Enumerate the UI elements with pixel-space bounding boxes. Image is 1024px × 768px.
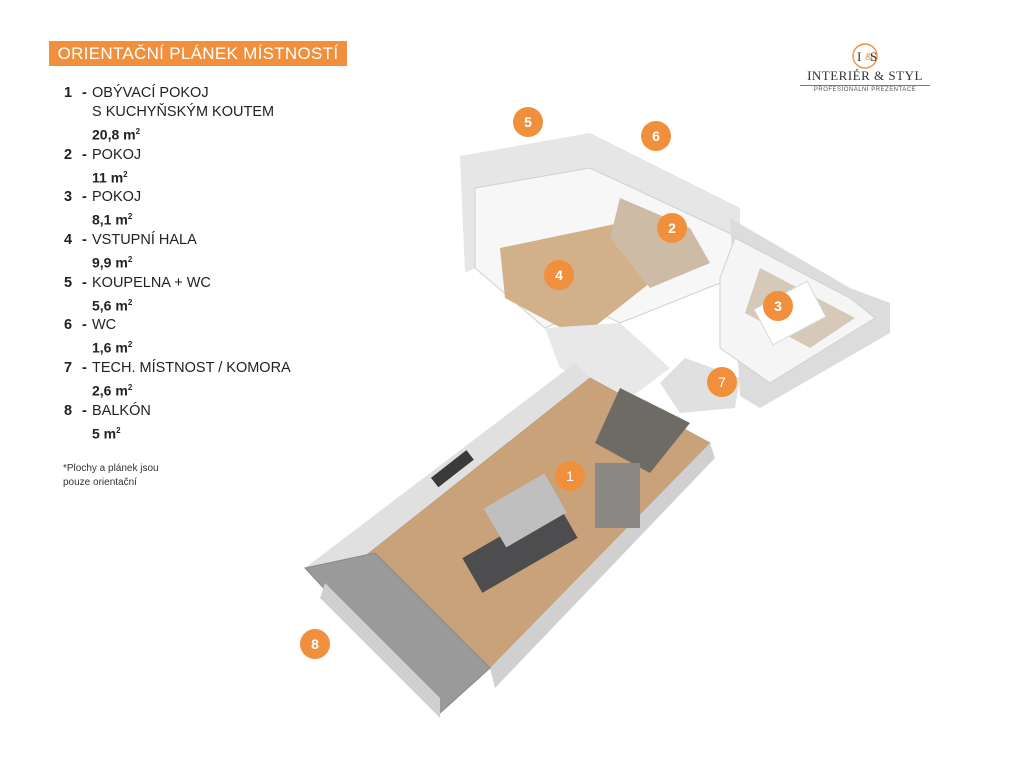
disclaimer-note: *Plochy a plánek jsou pouze orientační	[63, 462, 183, 490]
legend-dash: -	[82, 317, 87, 334]
svg-text:7: 7	[718, 374, 726, 390]
room-marker-4: 4	[544, 260, 574, 290]
logo-monogram-left: I	[857, 49, 861, 64]
legend-room-name: VSTUPNÍ HALA	[92, 231, 197, 248]
plan-balcony-railing	[320, 583, 440, 718]
room-marker-3: 3	[763, 291, 793, 321]
room-legend: 1 - OBÝVACÍ POKOJ S KUCHYŇSKÝM KOUTEM 20…	[64, 84, 324, 444]
legend-item-room-7: 7 - TECH. MÍSTNOST / KOMORA 2,6 m2	[64, 359, 324, 401]
legend-item-room-3: 3 - POKOJ 8,1 m2	[64, 188, 324, 230]
legend-number: 8	[64, 402, 73, 419]
legend-room-area: 1,6 m2	[92, 339, 133, 356]
legend-room-area: 2,6 m2	[92, 382, 133, 399]
svg-text:&: &	[865, 51, 874, 63]
plan-living-front-wall	[490, 443, 715, 688]
legend-dash: -	[82, 274, 87, 291]
room-marker-8: 8	[300, 629, 330, 659]
svg-text:8: 8	[311, 636, 319, 652]
legend-dash: -	[82, 231, 87, 248]
svg-text:6: 6	[652, 128, 660, 144]
plan-kitchen-counter	[595, 388, 690, 473]
legend-room-name: POKOJ	[92, 189, 142, 206]
legend-room-name: BALKÓN	[92, 402, 151, 419]
legend-item-room-1: 1 - OBÝVACÍ POKOJ S KUCHYŇSKÝM KOUTEM 20…	[64, 84, 324, 145]
svg-text:5: 5	[524, 114, 532, 130]
legend-number: 5	[64, 274, 73, 291]
room-marker-1: 1	[555, 461, 585, 491]
legend-room-area: 8,1 m2	[92, 211, 133, 228]
legend-item-room-8: 8 - BALKÓN 5 m2	[64, 402, 324, 444]
plan-upper-block-wall	[460, 133, 740, 273]
logo-company-name: INTERIÉR & STYL	[800, 68, 930, 86]
floor-plan-illustration: 5 6 2 4 3 7 1 8	[300, 107, 890, 718]
legend-dash: -	[82, 189, 87, 206]
legend-room-area: 11 m2	[92, 169, 128, 186]
legend-room-area: 20,8 m2	[92, 126, 141, 143]
legend-room-name: POKOJ	[92, 146, 142, 163]
page-title: ORIENTAČNÍ PLÁNEK MÍSTNOSTÍ	[49, 41, 347, 66]
plan-room2-floor	[610, 198, 710, 288]
legend-number: 1	[64, 85, 73, 101]
svg-text:3: 3	[774, 298, 782, 314]
legend-room-name: WC	[92, 317, 117, 334]
legend-item-room-4: 4 - VSTUPNÍ HALA 9,9 m2	[64, 231, 324, 273]
legend-room-name: OBÝVACÍ POKOJ	[92, 85, 209, 101]
room-marker-5: 5	[513, 107, 543, 137]
legend-item-room-6: 6 - WC 1,6 m2	[64, 316, 324, 358]
plan-kitchen-island	[595, 463, 640, 528]
logo-monogram-right: S	[870, 49, 877, 64]
company-logo: I & S INTERIÉR & STYL PROFESIONÁLNÍ PREZ…	[800, 42, 930, 94]
plan-sofa	[462, 503, 578, 593]
room-marker-7: 7	[707, 367, 737, 397]
svg-text:4: 4	[555, 267, 563, 283]
svg-text:1: 1	[566, 468, 574, 484]
logo-monogram-icon: I & S	[852, 43, 878, 69]
legend-dash: -	[82, 85, 87, 101]
legend-room-name-line2: S KUCHYŇSKÝM KOUTEM	[92, 104, 275, 120]
legend-number: 4	[64, 231, 73, 248]
legend-number: 7	[64, 359, 73, 376]
disclaimer-line-1: *Plochy a plánek jsou	[63, 463, 159, 474]
legend-dash: -	[82, 146, 87, 163]
legend-item-room-2: 2 - POKOJ 11 m2	[64, 146, 324, 188]
svg-text:2: 2	[668, 220, 676, 236]
legend-room-name: KOUPELNA + WC	[92, 274, 211, 291]
legend-room-area: 5,6 m2	[92, 297, 133, 314]
plan-rug	[483, 473, 567, 548]
legend-number: 2	[64, 146, 73, 163]
room-marker-6: 6	[641, 121, 671, 151]
legend-room-area: 5 m2	[92, 425, 121, 442]
legend-number: 3	[64, 189, 73, 206]
plan-tv	[430, 450, 474, 488]
plan-corridor-floor	[545, 323, 670, 398]
legend-room-name: TECH. MÍSTNOST / KOMORA	[92, 359, 291, 376]
legend-dash: -	[82, 359, 87, 376]
legend-room-area: 9,9 m2	[92, 254, 133, 271]
disclaimer-line-2: pouze orientační	[63, 477, 137, 488]
legend-number: 6	[64, 317, 73, 334]
logo-tagline: PROFESIONÁLNÍ PREZENTACE	[813, 87, 917, 93]
plan-hall-floor	[500, 223, 650, 338]
legend-dash: -	[82, 402, 87, 419]
room-marker-2: 2	[657, 213, 687, 243]
legend-item-room-5: 5 - KOUPELNA + WC 5,6 m2	[64, 274, 324, 316]
